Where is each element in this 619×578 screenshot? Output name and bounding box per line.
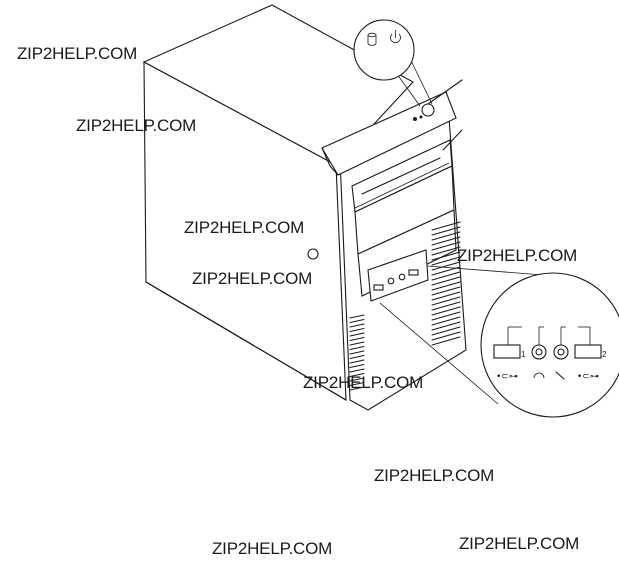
vent-slat (349, 363, 365, 369)
vent-slat (349, 336, 365, 342)
vent-slat (431, 251, 461, 261)
activity-led-2 (419, 115, 423, 119)
ledge-corner (329, 165, 339, 176)
front-vents-left (349, 314, 365, 391)
side-latch (307, 248, 319, 260)
tower-case (142, 4, 467, 411)
vent-slat (431, 226, 461, 236)
vent-slat (349, 327, 365, 333)
watermark-text: ZIP2HELP.COM (303, 373, 424, 392)
ledge-left-edge (321, 147, 331, 167)
vent-slat (349, 381, 365, 387)
usb-port-2-icon: 2 •⊂⊶ (574, 326, 607, 382)
vent-slat (431, 231, 461, 241)
power-button (421, 103, 435, 117)
vent-slat (349, 372, 365, 378)
vent-slat (431, 246, 461, 256)
vent-slat (431, 291, 461, 301)
vent-slat (349, 318, 365, 324)
vent-slat (431, 241, 461, 251)
vent-slat (431, 221, 461, 231)
front-headphone-jack (387, 277, 395, 285)
vent-slat (431, 336, 461, 346)
vent-slat (431, 236, 461, 246)
svg-text:•⊂⊶: •⊂⊶ (577, 372, 599, 382)
vent-slat (349, 386, 365, 391)
watermark-text: ZIP2HELP.COM (457, 246, 578, 265)
vent-slat (431, 326, 461, 336)
vent-slat (431, 306, 461, 316)
vent-slat (431, 296, 461, 306)
vent-slat (349, 368, 365, 373)
front-usb-1 (373, 284, 384, 291)
top-callout (353, 19, 415, 81)
vent-slat (431, 261, 461, 271)
watermark-text: ZIP2HELP.COM (192, 269, 313, 288)
vent-slat (431, 316, 461, 326)
vent-slat (431, 256, 461, 266)
vent-slat (349, 359, 365, 364)
vent-slat (431, 331, 461, 341)
activity-led (413, 117, 417, 121)
svg-text:2: 2 (602, 350, 607, 359)
ports-callout-circle (480, 272, 619, 418)
vent-slat (431, 276, 461, 286)
vent-slat (349, 345, 365, 351)
drive-activity-icon (367, 32, 377, 46)
vent-slat (349, 341, 365, 346)
case-top-panel (142, 4, 414, 166)
front-vents-right (431, 221, 461, 346)
watermark-text: ZIP2HELP.COM (184, 218, 305, 237)
front-usb-2 (408, 269, 419, 276)
watermark-text: ZIP2HELP.COM (17, 44, 138, 63)
power-icon (390, 30, 401, 43)
microphone-jack-icon (553, 326, 569, 380)
vent-slat (431, 321, 461, 331)
ports-callout-line-a (427, 265, 557, 277)
vent-slat (431, 301, 461, 311)
vent-slat (431, 281, 461, 291)
usb-port-1-icon: 1 •⊂⊶ (493, 326, 526, 382)
top-callout-circle (353, 19, 415, 81)
svg-text:1: 1 (521, 350, 526, 359)
optical-drive-tray (361, 157, 441, 195)
vent-slat (349, 354, 365, 360)
vent-slat (349, 323, 365, 328)
vent-slat (349, 332, 365, 337)
ports-callout: 1 •⊂⊶ 2 •⊂⊶ (480, 272, 619, 418)
headphone-jack-icon (531, 326, 547, 379)
drive-pointer-line (442, 129, 463, 151)
watermark-text: ZIP2HELP.COM (212, 539, 333, 558)
front-mic-jack (398, 273, 406, 281)
watermark-text: ZIP2HELP.COM (76, 116, 197, 135)
vent-slat (349, 377, 365, 382)
watermark-text: ZIP2HELP.COM (374, 466, 495, 485)
ports-callout-line-b (379, 302, 499, 405)
vent-slat (431, 271, 461, 281)
vent-slat (349, 314, 365, 319)
vent-slat (431, 311, 461, 321)
optical-drive-slot (354, 162, 450, 209)
case-bottom-edge (145, 281, 347, 401)
vent-slat (431, 286, 461, 296)
svg-text:•⊂⊶: •⊂⊶ (496, 372, 518, 382)
watermark-text: ZIP2HELP.COM (459, 534, 580, 553)
power-pointer-line (427, 79, 463, 105)
vent-slat (349, 350, 365, 355)
